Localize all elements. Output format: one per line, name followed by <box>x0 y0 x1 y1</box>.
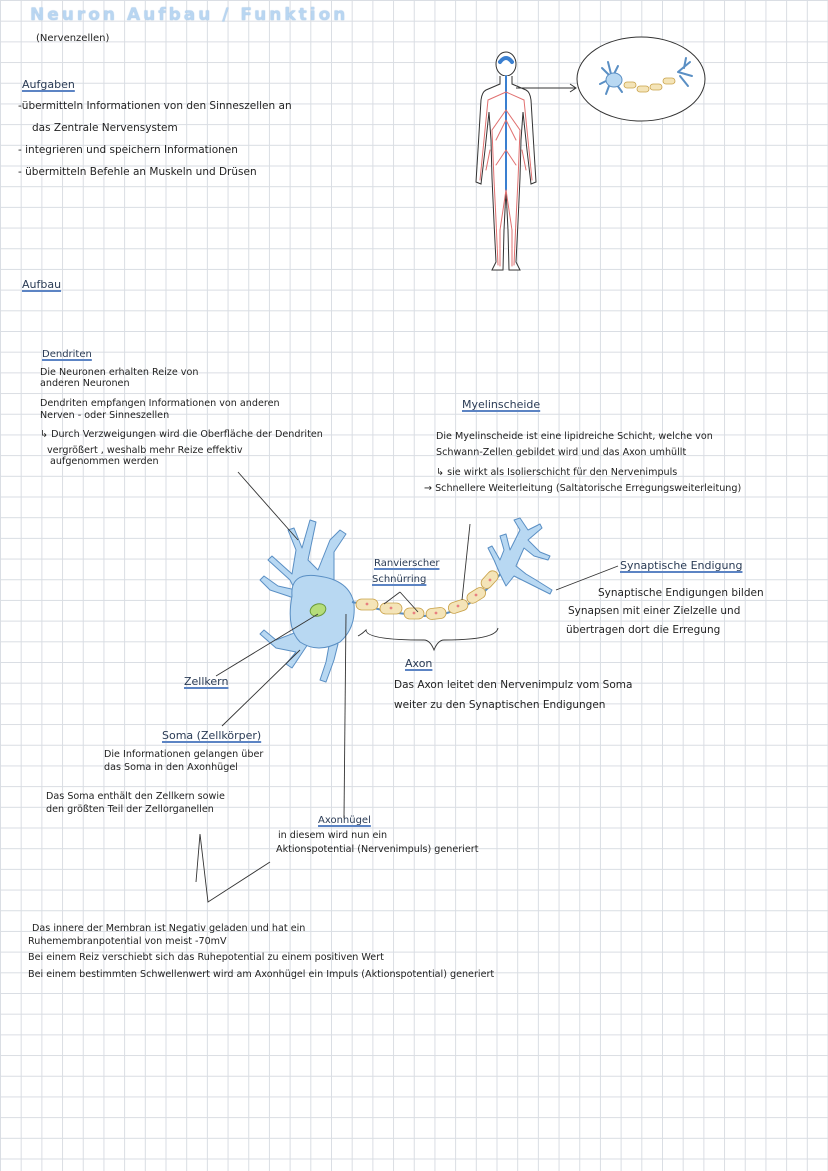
soma-line: das Soma in den Axonhügel <box>104 762 238 773</box>
myelinscheide-line: ↳ sie wirkt als Isolierschicht für den N… <box>436 467 678 478</box>
axon-terminals <box>487 517 553 595</box>
zoom-circle <box>576 36 706 122</box>
axonhuegel-line: in diesem wird nun ein <box>278 830 388 841</box>
dendriten-line: ↳ Durch Verzweigungen wird die Oberfläch… <box>40 429 323 440</box>
synaptische-line: Synaptische Endigungen bilden <box>598 587 764 599</box>
page-subtitle: (Nervenzellen) <box>36 33 110 44</box>
zellkern-heading: Zellkern <box>184 675 229 688</box>
myelinscheide-heading: Myelinscheide <box>462 398 541 411</box>
dendriten-line: Die Neuronen erhalten Reize von <box>40 367 199 378</box>
neuron-soma <box>289 574 355 649</box>
aufgaben-line: - integrieren und speichern Informatione… <box>18 144 238 156</box>
axon-line: Das Axon leitet den Nervenimpulz vom Som… <box>394 679 633 691</box>
axon-line: weiter zu den Synaptischen Endigungen <box>394 699 606 711</box>
membran-line: Bei einem Reiz verschiebt sich das Ruhep… <box>28 952 384 963</box>
membran-line: Bei einem bestimmten Schwellenwert wird … <box>28 969 495 980</box>
dendriten-line: Nerven - oder Sinneszellen <box>40 410 170 421</box>
myelinscheide-line: Schwann-Zellen gebildet wird und das Axo… <box>436 447 687 458</box>
soma-heading: Soma (Zellkörper) <box>162 729 262 742</box>
membran-line: Das innere der Membran ist Negativ gelad… <box>32 923 306 934</box>
dendriten-heading: Dendriten <box>42 349 92 360</box>
dendriten-line: anderen Neuronen <box>40 378 130 389</box>
dendriten-line: Dendriten empfangen Informationen von an… <box>40 398 280 409</box>
soma-line: Die Informationen gelangen über <box>104 749 264 760</box>
synaptische-line: übertragen dort die Erregung <box>566 624 721 636</box>
dendriten-line: vergrößert , weshalb mehr Reize effektiv <box>47 445 243 456</box>
nervous-system <box>479 56 533 267</box>
page-title: Neuron Aufbau / Funktion <box>30 5 349 25</box>
myelin-sheath <box>355 570 499 620</box>
ranvier-heading-line1: Ranvierscher <box>374 558 440 569</box>
leader-lines <box>195 471 619 903</box>
myelinscheide-line: Die Myelinscheide ist eine lipidreiche S… <box>436 431 713 442</box>
aufgaben-line: -übermitteln Informationen von den Sinne… <box>18 100 292 112</box>
aufgaben-line: das Zentrale Nervensystem <box>32 122 178 134</box>
aufgaben-line: - übermitteln Befehle an Muskeln und Drü… <box>18 166 257 178</box>
dendriten-line: aufgenommen werden <box>50 456 159 467</box>
soma-extra-line: den größten Teil der Zellorganellen <box>46 804 214 815</box>
aufbau-heading: Aufbau <box>22 278 62 291</box>
synaptische-heading: Synaptische Endigung <box>620 559 743 572</box>
membran-line: Ruhemembranpotential von meist -70mV <box>28 936 227 947</box>
myelin-dots <box>365 578 492 615</box>
synaptische-line: Synapsen mit einer Zielzelle und <box>568 605 741 617</box>
myelinscheide-line: → Schnellere Weiterleitung (Saltatorisch… <box>424 483 742 494</box>
axonhuegel-line: Aktionspotential (Nervenimpuls) generier… <box>276 844 479 855</box>
zoom-arrow <box>516 83 577 93</box>
nucleus <box>309 603 327 617</box>
axonhuegel-heading: Axonhügel <box>318 815 371 826</box>
axon-heading: Axon <box>405 657 433 670</box>
soma-extra-line: Das Soma enthält den Zellkern sowie <box>46 791 225 802</box>
aufgaben-heading: Aufgaben <box>22 78 75 91</box>
ranvier-heading-line2: Schnürring <box>372 574 427 585</box>
